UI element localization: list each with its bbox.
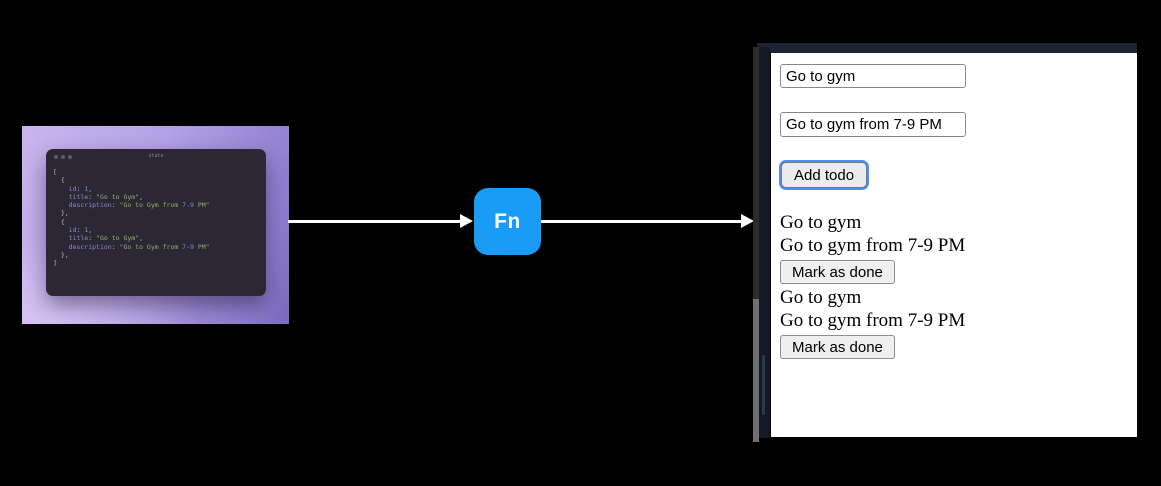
todo-title-input[interactable] <box>780 64 966 88</box>
code-block: [ { id: 1, title: "Go to Gym", descripti… <box>53 168 210 268</box>
scrollbar-track[interactable] <box>753 47 759 442</box>
todo-app-content: Add todo Go to gym Go to gym from 7-9 PM… <box>770 53 1137 437</box>
arrowhead-right-icon <box>741 214 754 228</box>
todo-title: Go to gym <box>780 287 862 308</box>
todo-item: Go to gym Go to gym from 7-9 PM Mark as … <box>780 211 1127 284</box>
todo-description-input[interactable] <box>780 112 966 137</box>
todo-description: Go to gym from 7-9 PM <box>780 235 966 256</box>
window-zoom-icon <box>68 155 72 159</box>
fn-node: Fn <box>474 188 541 255</box>
todo-app-window: Add todo Go to gym Go to gym from 7-9 PM… <box>753 43 1137 442</box>
todo-description: Go to gym from 7-9 PM <box>780 310 966 331</box>
browser-chrome-left <box>759 47 770 438</box>
todo-title: Go to gym <box>780 212 862 233</box>
state-screenshot: state [ { id: 1, title: "Go to Gym", des… <box>22 126 289 324</box>
code-editor-window: state [ { id: 1, title: "Go to Gym", des… <box>46 149 266 296</box>
mark-done-button[interactable]: Mark as done <box>780 260 895 284</box>
add-todo-button[interactable]: Add todo <box>781 162 868 188</box>
editor-titlebar: state <box>46 149 266 163</box>
todo-list: Go to gym Go to gym from 7-9 PM Mark as … <box>780 211 1127 359</box>
window-close-icon <box>54 155 58 159</box>
browser-chrome-top <box>757 43 1137 53</box>
arrowhead-right-icon <box>460 214 473 228</box>
todo-item: Go to gym Go to gym from 7-9 PM Mark as … <box>780 286 1127 359</box>
mark-done-button[interactable]: Mark as done <box>780 335 895 359</box>
window-title: state <box>148 153 164 159</box>
fn-label: Fn <box>494 209 521 233</box>
window-minimize-icon <box>61 155 65 159</box>
scrollbar-thumb[interactable] <box>753 299 759 442</box>
arrow-fn-to-ui <box>541 220 742 223</box>
traffic-lights <box>54 155 72 159</box>
inner-scrollbar-thumb[interactable] <box>762 355 765 415</box>
arrow-state-to-fn <box>288 220 461 223</box>
